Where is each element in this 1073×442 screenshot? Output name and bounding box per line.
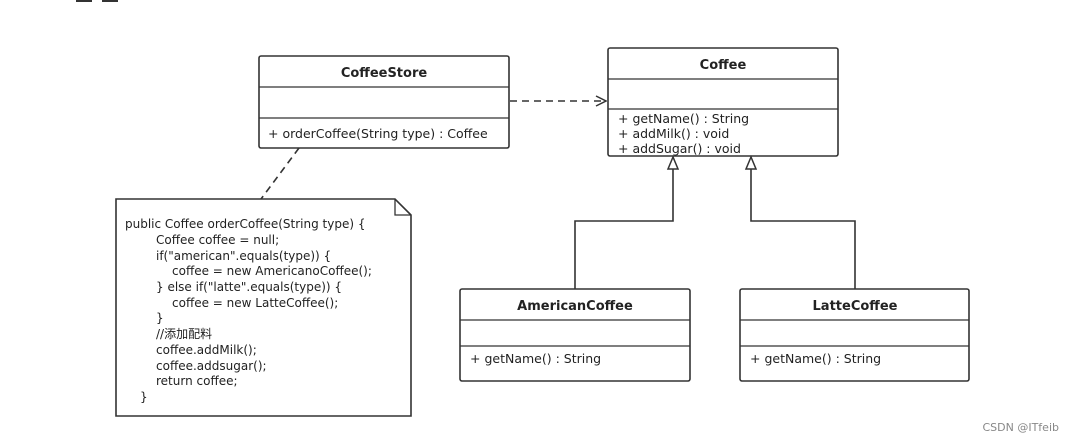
class-coffee[interactable]: Coffee + getName() : String + addMilk() … <box>607 47 839 157</box>
cropped-heading-fragment <box>76 0 156 4</box>
note-code-line: coffee = new LatteCoffee(); <box>172 296 338 310</box>
note-code-line: } <box>140 390 148 404</box>
note-code-line: Coffee coffee = null; <box>156 233 279 247</box>
note-code-line: coffee.addsugar(); <box>156 359 267 373</box>
note-code-line: } else if("latte".equals(type)) { <box>156 280 342 294</box>
note-code-line: coffee.addMilk(); <box>156 343 257 357</box>
inheritance-triangle <box>744 155 758 170</box>
class-method: + getName() : String <box>470 351 601 366</box>
class-method: + addMilk() : void <box>618 126 729 141</box>
class-lattecoffee[interactable]: LatteCoffee + getName() : String <box>739 288 970 382</box>
class-method: + addSugar() : void <box>618 141 741 156</box>
note-code-line: //添加配料 <box>156 327 212 341</box>
class-method: + getName() : String <box>618 111 749 126</box>
class-americancoffee[interactable]: AmericanCoffee + getName() : String <box>459 288 691 382</box>
code-note[interactable]: public Coffee orderCoffee(String type) {… <box>115 198 412 417</box>
inheritance-triangle <box>666 155 680 170</box>
note-code-line: if("american".equals(type)) { <box>156 249 331 263</box>
inheritance-line <box>750 169 856 289</box>
class-box <box>607 47 839 157</box>
note-code-line: public Coffee orderCoffee(String type) { <box>125 217 366 231</box>
generalization-american-to-coffee[interactable] <box>574 155 680 289</box>
note-code-line: } <box>156 311 164 325</box>
class-coffeestore[interactable]: CoffeeStore + orderCoffee(String type) :… <box>258 55 510 149</box>
class-name: Coffee <box>700 58 747 73</box>
class-name: CoffeeStore <box>341 66 428 81</box>
watermark: CSDN @ITfeib <box>982 421 1059 434</box>
note-fold <box>394 199 411 216</box>
note-code-line: return coffee; <box>156 374 238 388</box>
note-anchor-line[interactable] <box>260 147 300 200</box>
generalization-latte-to-coffee[interactable] <box>744 155 856 289</box>
class-name: LatteCoffee <box>813 299 898 314</box>
inheritance-line <box>574 169 674 289</box>
class-method: + orderCoffee(String type) : Coffee <box>268 126 488 141</box>
class-method: + getName() : String <box>750 351 881 366</box>
note-shape <box>115 198 412 417</box>
note-code-line: coffee = new AmericanoCoffee(); <box>172 264 372 278</box>
class-box <box>258 55 510 149</box>
class-name: AmericanCoffee <box>517 299 633 314</box>
